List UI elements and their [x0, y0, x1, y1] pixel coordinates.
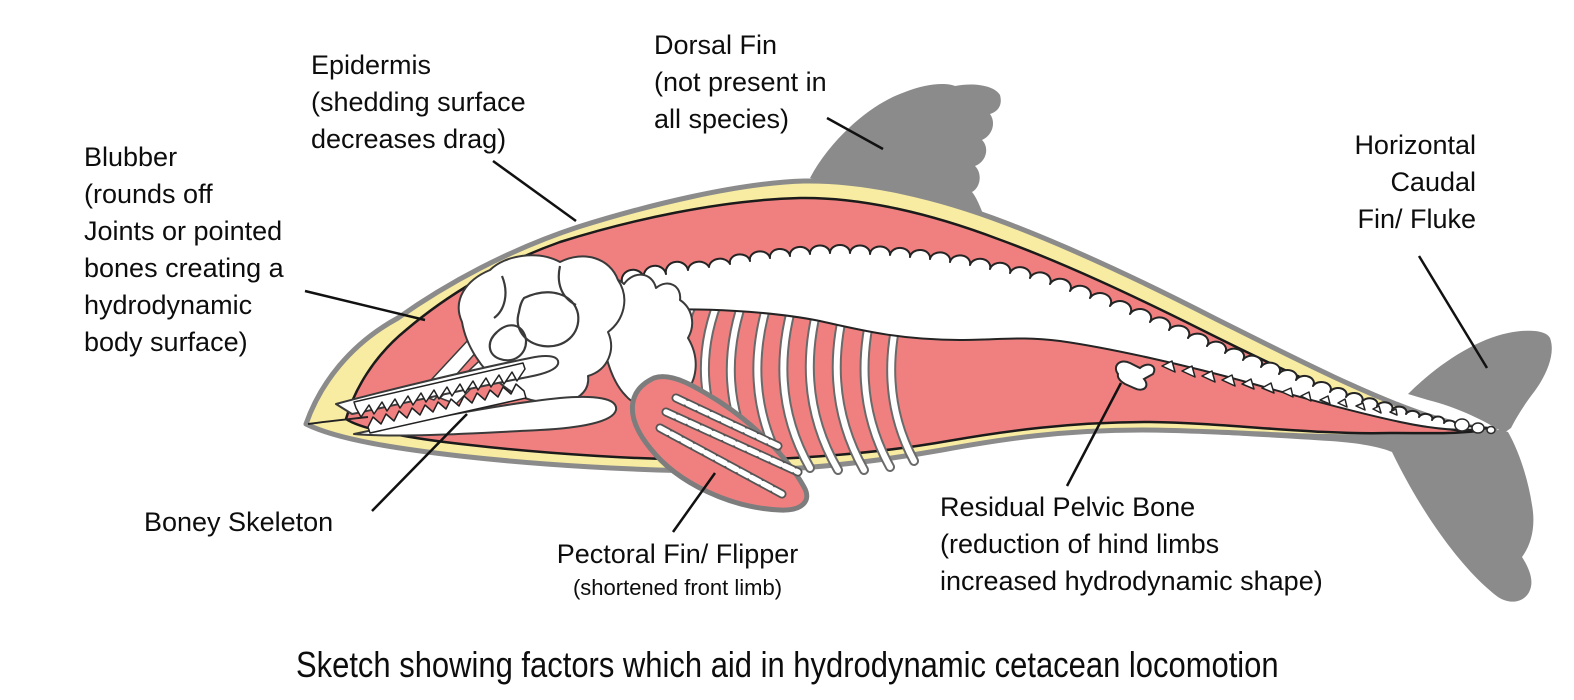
label-line: decreases drag) — [311, 124, 507, 154]
dorsal-fin-shape — [810, 84, 1085, 259]
epidermis-leader-line — [492, 159, 577, 223]
label-dorsal-fin: Dorsal Fin (not present in all species) — [654, 27, 827, 138]
label-epidermis: Epidermis (shedding surface decreases dr… — [311, 47, 526, 158]
chevron-bones — [1161, 360, 1398, 416]
label-line: Caudal — [1390, 167, 1476, 197]
upper-jaw — [335, 355, 560, 418]
upper-teeth — [353, 362, 526, 418]
dorsal-fin-leader-line — [826, 116, 884, 151]
label-line: Blubber — [84, 142, 178, 172]
label-line: increased hydrodynamic shape) — [940, 566, 1323, 596]
label-line: Joints or pointed — [84, 216, 283, 246]
caudal-fluke-shape — [1045, 330, 1552, 602]
caudal-fin-leader-line — [1417, 255, 1489, 369]
label-pelvic-bone: Residual Pelvic Bone (reduction of hind … — [940, 489, 1323, 600]
skeleton — [335, 244, 1491, 475]
label-line: Fin/ Fluke — [1357, 204, 1476, 234]
label-blubber: Blubber (rounds off Joints or pointed bo… — [84, 139, 284, 361]
label-line: (shedding surface — [311, 87, 526, 117]
pectoral-flipper-shape — [630, 374, 810, 513]
label-line: all species) — [654, 104, 790, 134]
blubber-leader-line — [304, 289, 426, 322]
label-line: Dorsal Fin — [654, 30, 778, 60]
pelvic-bone-shape — [1114, 360, 1496, 435]
label-line: bones creating a — [84, 253, 284, 283]
boney-skeleton-leader-line — [371, 413, 468, 512]
phalanx-bones — [655, 393, 803, 499]
label-pectoral-fin: Pectoral Fin/ Flipper (shortened front l… — [525, 536, 830, 603]
label-line: Pectoral Fin/ Flipper — [556, 539, 799, 569]
label-line: (not present in — [654, 67, 827, 97]
label-caudal-fin: Horizontal Caudal Fin/ Fluke — [1200, 127, 1476, 238]
lower-teeth — [367, 383, 527, 434]
label-line: Epidermis — [311, 50, 432, 80]
pelvic-bone-leader-line — [1065, 382, 1123, 487]
figure-caption: Sketch showing factors which aid in hydr… — [0, 644, 1574, 686]
caption-text: Sketch showing factors which aid in hydr… — [295, 644, 1279, 685]
label-line: Residual Pelvic Bone — [940, 492, 1196, 522]
label-line: body surface) — [84, 327, 248, 357]
leader-lines — [304, 116, 1489, 533]
label-line: hydrodynamic — [84, 290, 253, 320]
vertebral-column — [620, 244, 1491, 431]
label-line: (rounds off — [84, 179, 213, 209]
label-line: (reduction of hind limbs — [940, 529, 1220, 559]
label-line: Boney Skeleton — [144, 507, 334, 537]
label-subline: (shortened front limb) — [572, 575, 783, 600]
label-line: Horizontal — [1354, 130, 1476, 160]
tail-vertebrae — [1454, 418, 1496, 435]
lower-jaw — [353, 383, 618, 437]
label-boney-skeleton: Boney Skeleton — [144, 504, 333, 541]
pectoral-fin-leader-line — [671, 472, 717, 533]
